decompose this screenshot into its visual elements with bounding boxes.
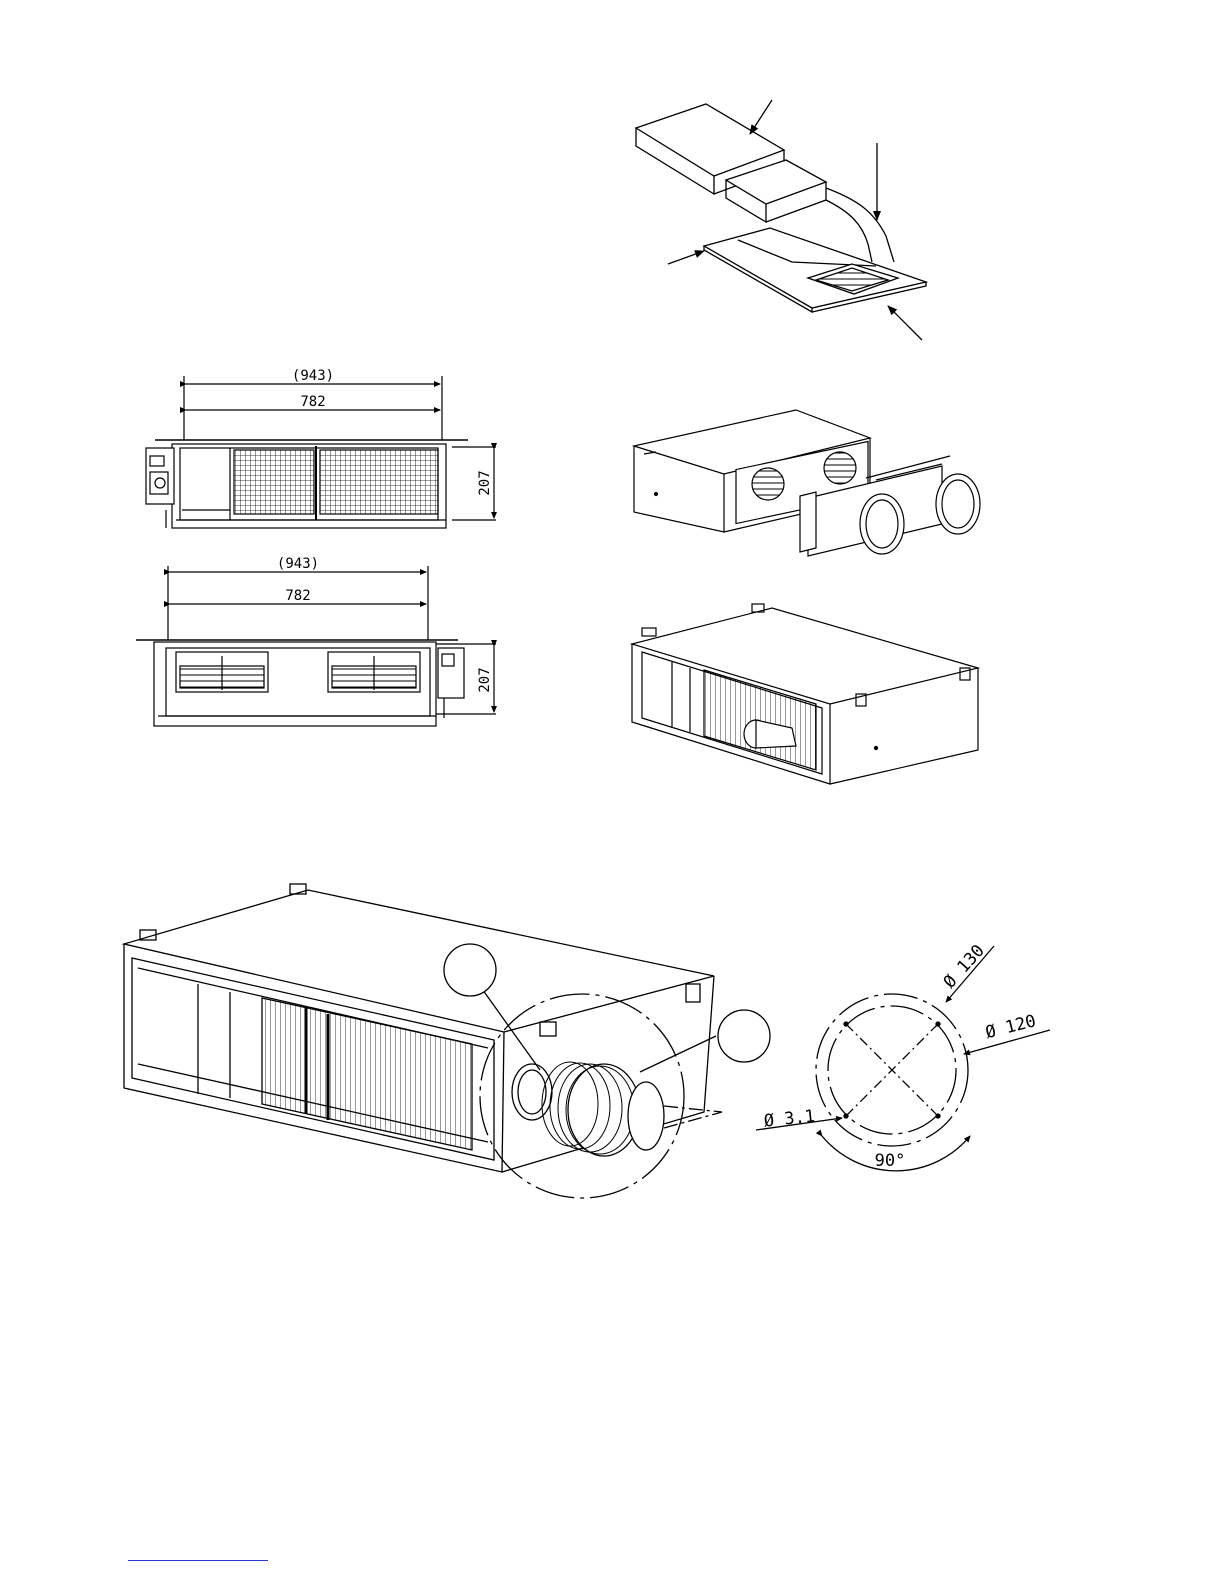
front-height: 207 (477, 470, 493, 495)
front-overall-width: (943) (292, 368, 334, 384)
flange-detail (756, 946, 1050, 1171)
unit-with-plenum-iso (634, 410, 980, 556)
flange-outer-diameter: Ø 130 (940, 941, 989, 992)
unit-spigot-iso (124, 884, 770, 1198)
rear-elevation (136, 566, 496, 726)
flange-inner-diameter: Ø 120 (984, 1011, 1039, 1043)
rear-overall-width: (943) (277, 556, 319, 572)
unit-open-iso (632, 604, 978, 784)
front-body-width: 782 (300, 394, 325, 410)
rear-height: 207 (477, 667, 493, 692)
flange-angle: 90° (875, 1151, 906, 1171)
rear-body-width: 782 (285, 588, 310, 604)
footer-link-underline[interactable] (128, 1560, 268, 1561)
installation-sketch (636, 100, 926, 340)
flange-hole-diameter: Ø 3.1 (763, 1106, 816, 1131)
